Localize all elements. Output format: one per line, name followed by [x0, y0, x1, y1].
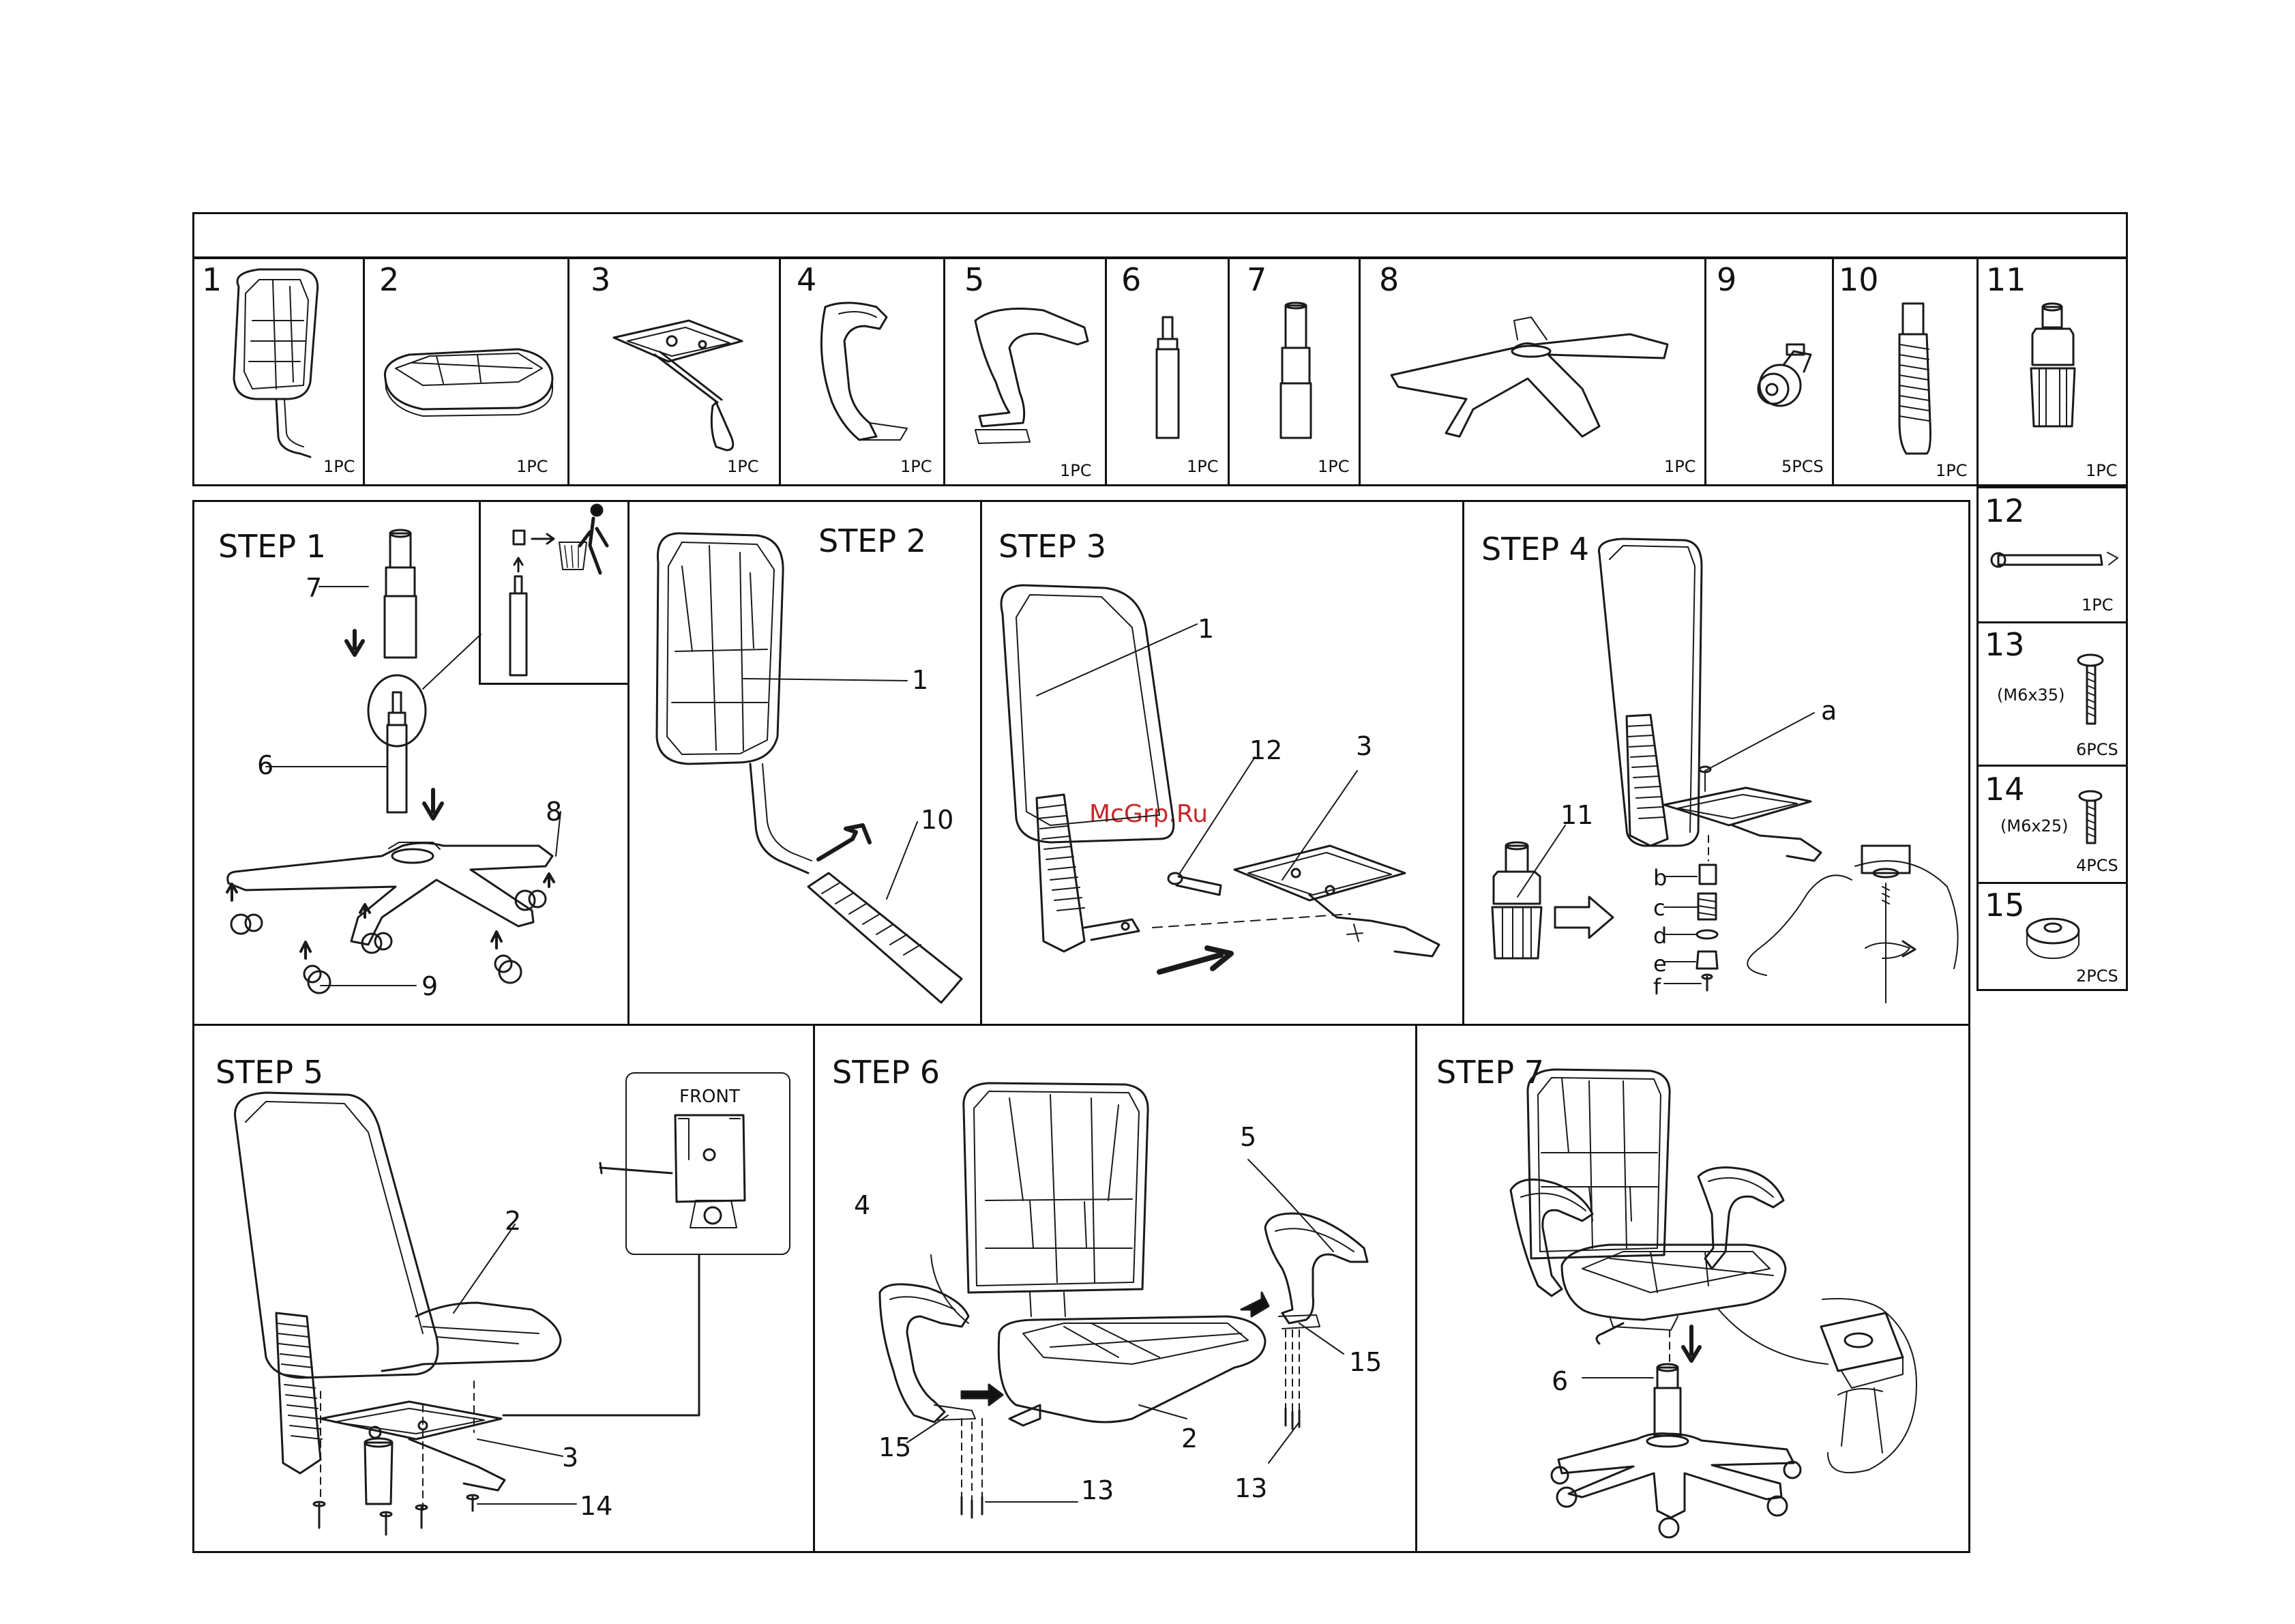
step-6-illustration — [880, 1083, 1367, 1518]
part-8-base-illustration — [1391, 317, 1668, 437]
part-3-mechanism-illustration — [614, 321, 742, 450]
step-5-illustration — [235, 1073, 790, 1535]
part-1-backrest-illustration — [234, 269, 318, 457]
step-7-illustration — [1511, 1069, 1916, 1537]
part-15-washer-illustration — [2027, 919, 2079, 958]
step-1-illustration — [227, 505, 607, 993]
step-3-illustration — [1001, 585, 1439, 972]
part-12-pin-illustration — [1992, 552, 2118, 567]
part-13-bolt-illustration — [2078, 655, 2103, 724]
part-6-gas-lift-illustration — [1157, 317, 1179, 438]
part-11-adapter-illustration — [2031, 304, 2075, 426]
part-9-caster-illustration — [1758, 344, 1811, 406]
part-5-armrest-illustration — [975, 309, 1088, 443]
step-2-illustration — [657, 533, 962, 1003]
step-4-illustration — [1492, 539, 1958, 1003]
part-7-gas-lift-illustration — [1281, 303, 1311, 438]
part-2-seat-illustration — [385, 349, 552, 416]
part-14-bolt-illustration — [2079, 791, 2101, 843]
part-4-armrest-illustration — [821, 303, 907, 440]
part-10-bellows-illustration — [1899, 304, 1930, 454]
